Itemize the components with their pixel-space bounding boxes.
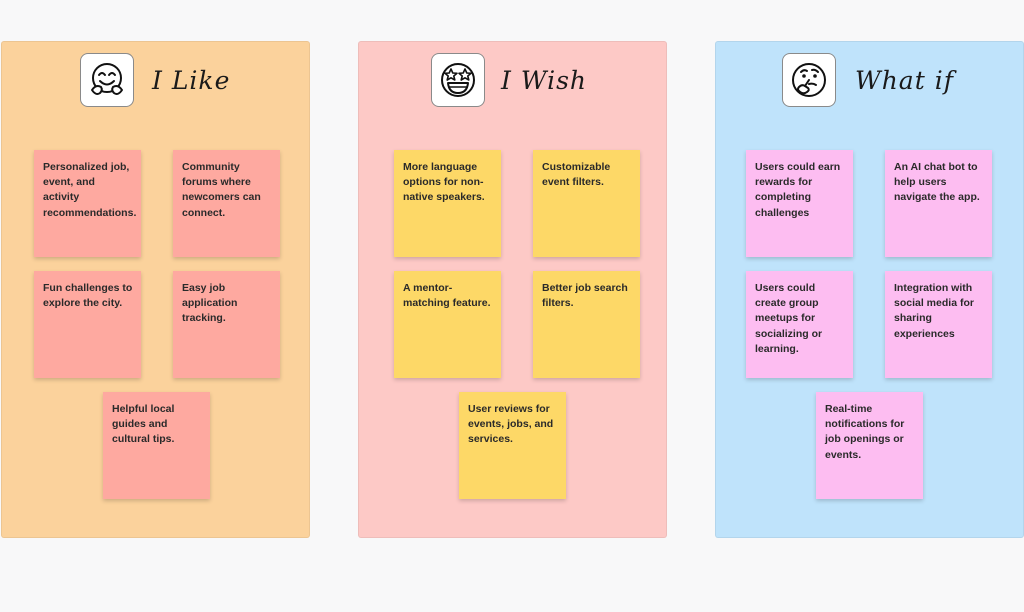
star-struck-face-icon (431, 53, 485, 107)
hugging-face-icon (80, 53, 134, 107)
sticky-note[interactable]: Fun challenges to explore the city. (34, 271, 141, 378)
column-i-wish: I Wish More language options for non-nat… (358, 41, 667, 538)
sticky-note[interactable]: Better job search filters. (533, 271, 640, 378)
sticky-note[interactable]: Customizable event filters. (533, 150, 640, 257)
column-what-if: What if Users could earn rewards for com… (715, 41, 1024, 538)
sticky-note[interactable]: More language options for non-native spe… (394, 150, 501, 257)
column-title: I Like (152, 66, 231, 95)
sticky-note[interactable]: An AI chat bot to help users navigate th… (885, 150, 992, 257)
sticky-note[interactable]: Personalized job, event, and activity re… (34, 150, 141, 257)
sticky-note[interactable]: Helpful local guides and cultural tips. (103, 392, 210, 499)
sticky-note[interactable]: Users could earn rewards for completing … (746, 150, 853, 257)
sticky-note[interactable]: A mentor-matching feature. (394, 271, 501, 378)
sticky-note[interactable]: Real-time notifications for job openings… (816, 392, 923, 499)
sticky-note[interactable]: Integration with social media for sharin… (885, 271, 992, 378)
column-title: I Wish (501, 66, 588, 95)
column-i-like: I Like Personalized job, event, and acti… (1, 41, 310, 538)
sticky-note[interactable]: User reviews for events, jobs, and servi… (459, 392, 566, 499)
column-title: What if (855, 66, 954, 95)
sticky-note[interactable]: Users could create group meetups for soc… (746, 271, 853, 378)
sticky-note[interactable]: Easy job application tracking. (173, 271, 280, 378)
sticky-note[interactable]: Community forums where newcomers can con… (173, 150, 280, 257)
thinking-face-icon (782, 53, 836, 107)
